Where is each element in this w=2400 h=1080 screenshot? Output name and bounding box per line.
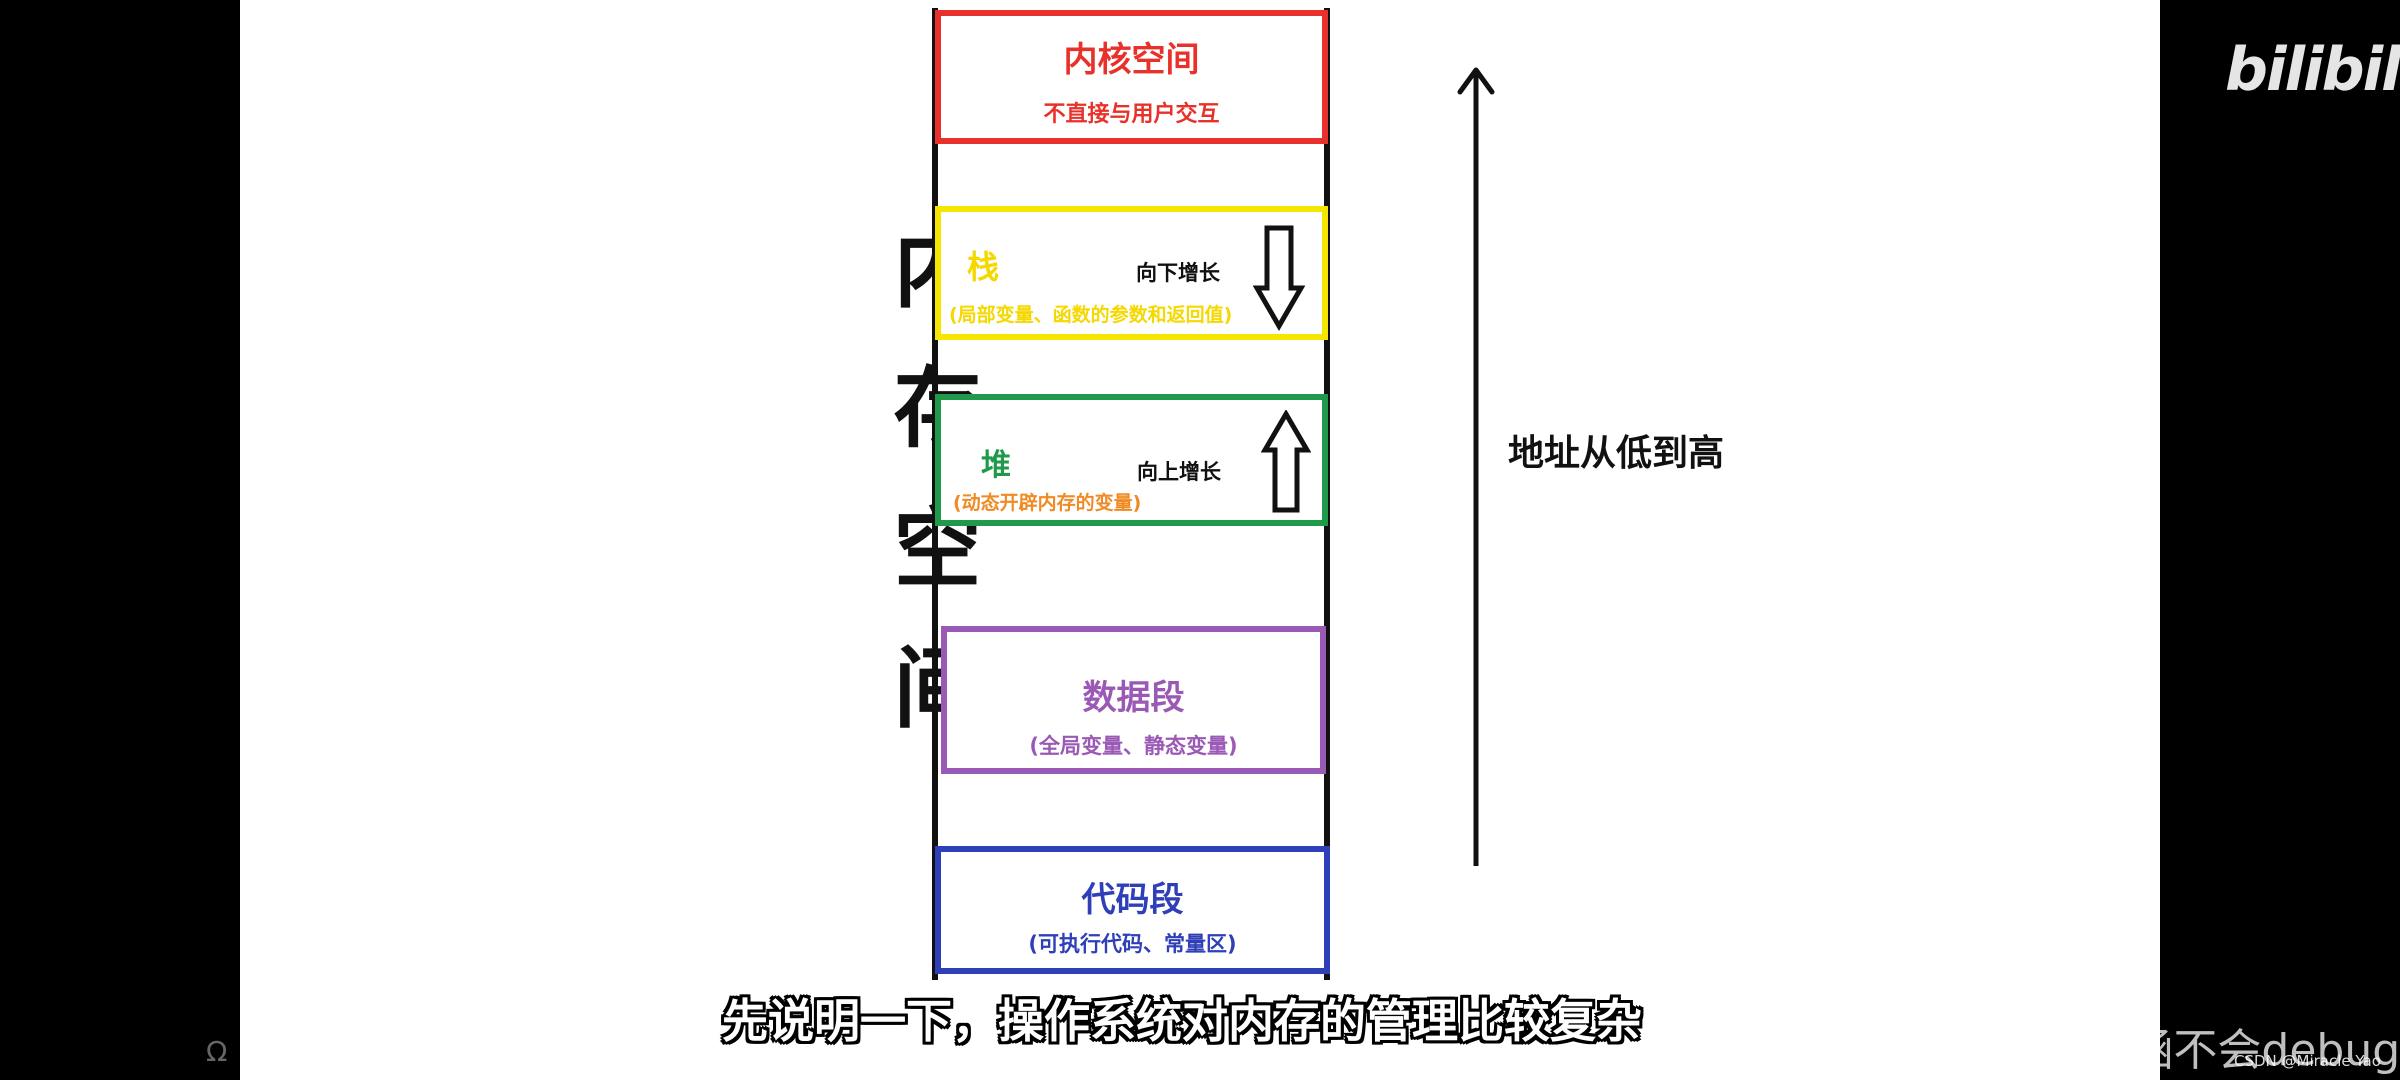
code-segment-label: 代码段 (1081, 880, 1184, 920)
slide: bilibili 内 存 空 间 内核空间 不直接与用户交互 栈 向下增长 (局… (240, 0, 2400, 1080)
data-segment-block: 数据段 (全局变量、静态变量) (941, 626, 1326, 774)
stack-desc: (局部变量、函数的参数和返回值) (949, 304, 1233, 326)
arrow-down-icon (1253, 225, 1305, 331)
heap-label: 堆 (981, 448, 1011, 483)
code-segment-desc: (可执行代码、常量区) (1028, 932, 1237, 956)
address-direction-label: 地址从低到高 (1508, 433, 1725, 474)
data-segment-desc: (全局变量、静态变量) (1029, 734, 1238, 758)
kernel-space-label: 内核空间 (1063, 40, 1200, 80)
stack-growth-label: 向下增长 (1136, 261, 1220, 285)
heap-block: 堆 向上增长 (动态开辟内存的变量) (935, 394, 1328, 526)
address-arrow-icon (1457, 67, 1495, 866)
heap-growth-label: 向上增长 (1137, 460, 1221, 484)
kernel-space-block: 内核空间 不直接与用户交互 (935, 10, 1328, 144)
data-segment-label: 数据段 (1082, 678, 1185, 718)
csdn-small-watermark: CSDN @Miracle Yao (2234, 1052, 2381, 1070)
headphones-icon: Ω (206, 1035, 228, 1068)
stack-label: 栈 (967, 248, 1000, 286)
arrow-up-icon (1261, 410, 1311, 513)
code-segment-block: 代码段 (可执行代码、常量区) (935, 846, 1330, 974)
kernel-space-desc: 不直接与用户交互 (1043, 102, 1220, 127)
stack-block: 栈 向下增长 (局部变量、函数的参数和返回值) (935, 206, 1328, 340)
csdn-watermark: CSDN @可涵不会debug (1902, 1025, 2400, 1076)
video-subtitle: 先说明一下，操作系统对内存的管理比较复杂 (722, 994, 1642, 1048)
heap-desc: (动态开辟内存的变量) (953, 492, 1142, 514)
bilibili-watermark: bilibili (2225, 35, 2400, 105)
